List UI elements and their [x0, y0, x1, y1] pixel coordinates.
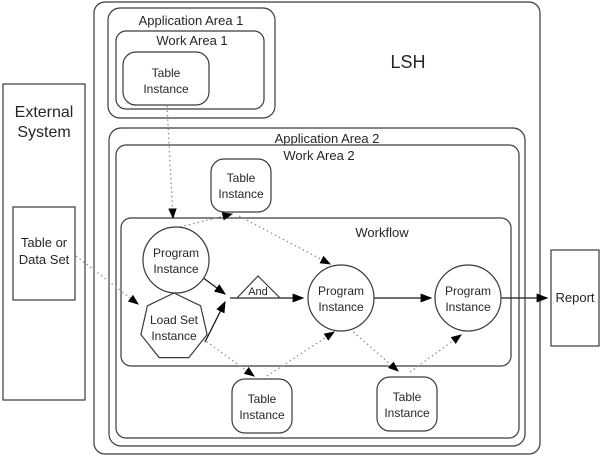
table-instance-bottom-left: Table Instance	[231, 378, 293, 434]
program-instance-2: Program Instance	[307, 264, 375, 332]
program-instance-2-label-line2: Instance	[318, 300, 364, 314]
work-area-1-label: Work Area 1	[156, 33, 227, 48]
report-box	[550, 249, 600, 347]
table-instance-bottom-left-label-line2: Instance	[239, 408, 285, 422]
table-instance-wa1-label-line2: Instance	[143, 82, 189, 96]
program-instance-2-label-line1: Program	[318, 284, 364, 298]
table-instance-top: Table Instance	[210, 158, 272, 213]
table-instance-top-box	[210, 158, 272, 213]
program-instance-1-label-line2: Instance	[153, 262, 199, 276]
report-label: Report	[555, 290, 594, 305]
program-instance-3-label-line1: Program	[445, 284, 491, 298]
dotted-edges	[75, 105, 462, 377]
edge-program1-to-junction	[201, 276, 227, 295]
table-or-data-set-node: Table or Data Set	[12, 206, 76, 301]
load-set-instance-heptagon	[140, 292, 208, 359]
table-instance-wa1-label-line1: Table	[152, 66, 181, 80]
table-or-data-set-label-line1: Table or	[21, 235, 68, 250]
load-set-instance: Load Set Instance	[140, 292, 208, 359]
work-area-2-label: Work Area 2	[283, 148, 354, 163]
program-instance-1-circle	[142, 226, 210, 294]
program-instance-3: Program Instance	[434, 264, 502, 332]
table-instance-bottom-right-box	[376, 376, 438, 432]
program-instance-1-label-line1: Program	[153, 246, 199, 260]
load-set-instance-label-line2: Instance	[151, 329, 197, 343]
table-instance-wa1-box	[122, 51, 210, 106]
and-gate: And	[235, 275, 282, 299]
edge-titop-to-program2	[238, 215, 332, 265]
external-system-label-line2: System	[17, 124, 70, 141]
external-system: External System Table or Data Set	[2, 83, 86, 401]
table-instance-bottom-left-label-line1: Table	[248, 392, 277, 406]
application-area-2-label: Application Area 2	[275, 131, 380, 146]
report-node: Report	[550, 249, 600, 347]
edge-tiwa1-to-program1	[166, 105, 177, 220]
lsh-title: LSH	[390, 52, 425, 72]
edge-tibottomright-to-program3	[409, 334, 462, 373]
external-system-label-line1: External	[15, 104, 74, 121]
table-instance-bottom-right: Table Instance	[376, 376, 438, 432]
work-area-1: Work Area 1 Table Instance	[115, 30, 265, 110]
application-area-1-label: Application Area 1	[139, 13, 244, 28]
program-instance-1: Program Instance	[142, 226, 210, 294]
program-instance-3-circle	[434, 264, 502, 332]
table-instance-work-area-1: Table Instance	[122, 51, 210, 106]
edge-program2-to-tibottomright	[349, 328, 399, 372]
table-or-data-set-label-line2: Data Set	[19, 252, 70, 267]
and-gate-label: And	[248, 286, 268, 298]
table-instance-top-label-line1: Table	[227, 171, 256, 185]
table-instance-bottom-left-box	[231, 378, 293, 434]
program-instance-3-label-line2: Instance	[445, 300, 491, 314]
program-instance-2-circle	[307, 264, 375, 332]
and-gate-triangle	[235, 275, 282, 299]
workflow-label: Workflow	[355, 225, 409, 240]
load-set-instance-label-line1: Load Set	[150, 313, 199, 327]
table-instance-top-label-line2: Instance	[218, 187, 264, 201]
table-instance-bottom-right-label-line2: Instance	[384, 406, 430, 420]
edge-loadset-to-tibottomleft	[202, 338, 255, 377]
application-area-1: Application Area 1 Work Area 1 Table Ins…	[107, 7, 276, 119]
table-or-data-set-box	[12, 206, 76, 301]
edge-loadset-to-junction	[204, 300, 226, 343]
table-instance-bottom-right-label-line1: Table	[393, 390, 422, 404]
